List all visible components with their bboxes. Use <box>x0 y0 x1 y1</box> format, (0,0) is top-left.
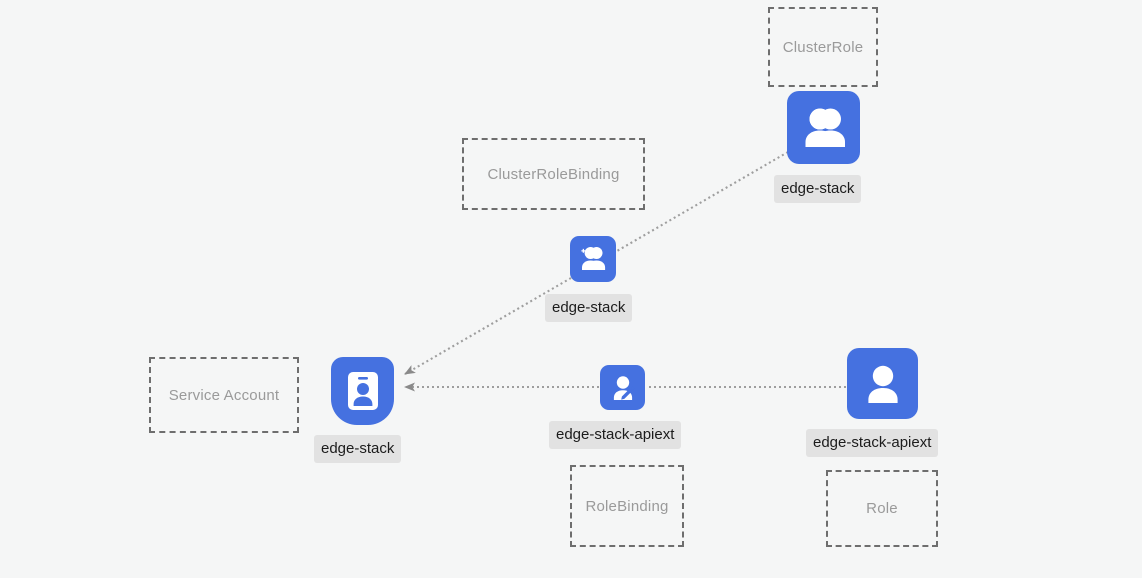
kind-box-service-account[interactable]: Service Account <box>149 357 299 433</box>
id-badge-icon[interactable] <box>331 357 394 425</box>
people-group-icon[interactable] <box>787 91 860 164</box>
kind-box-clusterrolebinding[interactable]: ClusterRoleBinding <box>462 138 645 210</box>
person-icon[interactable] <box>847 348 918 419</box>
kind-box-clusterrole[interactable]: ClusterRole <box>768 7 878 87</box>
node-name-chip: edge-stack <box>545 294 633 322</box>
kind-box-role[interactable]: Role <box>826 470 938 547</box>
kind-box-label: Role <box>866 500 898 517</box>
node-name-chip: edge-stack-apiext <box>806 429 939 457</box>
node-name-chip: edge-stack-apiext <box>549 421 682 449</box>
kind-box-label: ClusterRoleBinding <box>487 165 620 183</box>
kind-box-label: Service Account <box>168 386 280 404</box>
node-name-chip: edge-stack <box>774 175 862 203</box>
kind-box-rolebinding[interactable]: RoleBinding <box>570 465 684 547</box>
person-edit-icon[interactable] <box>600 365 645 410</box>
kind-box-label: RoleBinding <box>585 497 669 515</box>
kind-box-label: ClusterRole <box>782 38 864 56</box>
person-add-icon[interactable] <box>570 236 616 282</box>
node-name-chip: edge-stack <box>314 435 402 463</box>
